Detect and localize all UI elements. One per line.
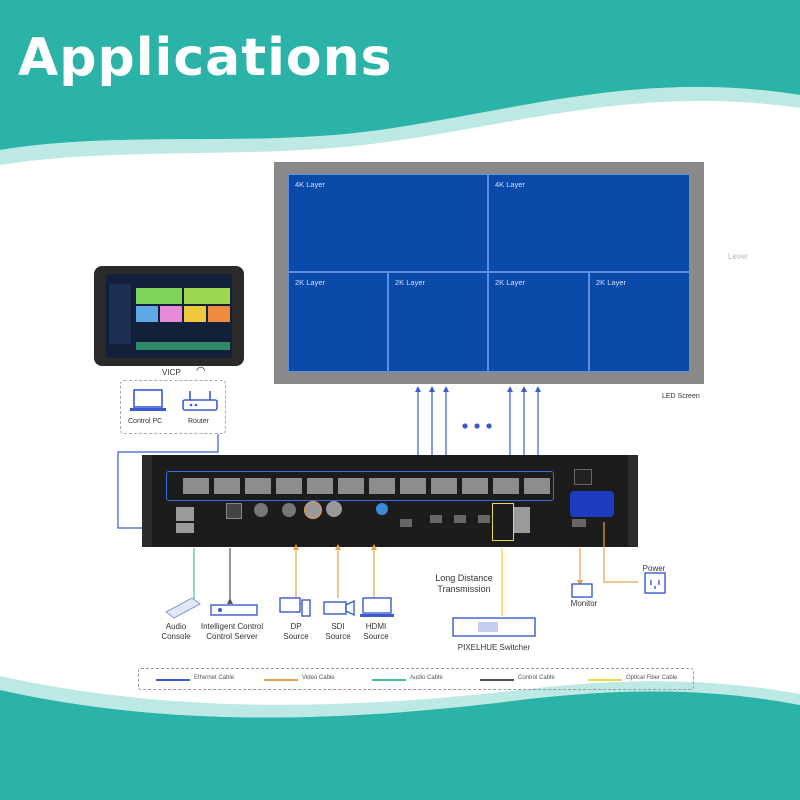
long-distance-label-2: Transmission	[437, 584, 491, 594]
switcher-label: PIXELHUE Switcher	[457, 643, 531, 652]
audio-console-icon	[165, 597, 201, 619]
legend-swatch	[264, 679, 298, 681]
led-screen: 4K Layer 4K Layer 2K Layer 2K Layer 2K L…	[274, 162, 704, 384]
long-distance-label-1: Long Distance	[435, 573, 493, 583]
screen-tile: 4K Layer	[288, 174, 488, 272]
hdmi-source-icon	[360, 597, 394, 617]
cable-legend	[138, 668, 694, 690]
monitor-icon	[571, 583, 593, 598]
router-label: Router	[188, 418, 210, 425]
dp-source-label-2: Source	[283, 632, 309, 641]
power-label: Power	[642, 564, 666, 573]
control-pc-label: Control PC	[128, 418, 163, 425]
camera-icon	[323, 599, 355, 617]
legend-label: Control Cable	[518, 675, 555, 681]
router-icon	[182, 391, 218, 411]
monitor-label: Monitor	[570, 599, 598, 608]
tile-label: 2K Layer	[596, 278, 627, 287]
fiber-ports	[492, 503, 514, 541]
video-processor-rear-panel	[142, 455, 638, 547]
ethernet-output-ports	[166, 471, 554, 501]
legend-label: Ethernet Cable	[194, 675, 235, 681]
tile-label: 2K Layer	[295, 278, 326, 287]
screen-tile: 2K Layer	[288, 272, 388, 372]
dp-source-label-1: DP	[290, 622, 302, 631]
sdi-source-label-2: Source	[325, 632, 351, 641]
legend-label: Audio Cable	[410, 675, 443, 681]
power-socket	[570, 491, 614, 517]
legend-swatch	[156, 679, 190, 681]
audio-console-label-2: Console	[161, 632, 191, 641]
tile-label: 2K Layer	[395, 278, 426, 287]
legend-swatch	[372, 679, 406, 681]
screen-tile: 4K Layer	[488, 174, 690, 272]
legend-swatch	[588, 679, 622, 681]
control-server-icon	[210, 604, 258, 616]
legend-swatch	[480, 679, 514, 681]
switcher-icon	[452, 617, 536, 637]
hdmi-source-label-2: Source	[363, 632, 389, 641]
laptop-icon	[130, 389, 166, 411]
power-outlet-icon	[644, 572, 666, 594]
hdmi-source-label-1: HDMI	[365, 622, 387, 631]
tile-label: 4K Layer	[295, 180, 326, 189]
vicp-label: VICP	[162, 368, 181, 377]
tile-label: 2K Layer	[495, 278, 526, 287]
legend-label: Video Cable	[302, 675, 335, 681]
power-switch	[574, 469, 592, 485]
wifi-icon: ◠	[196, 365, 206, 377]
screen-tile: 2K Layer	[388, 272, 488, 372]
legend-label: Optical Fiber Cable	[626, 675, 678, 681]
control-server-label-1: Intelligent Control	[200, 622, 264, 631]
watermark-text: Lever	[728, 252, 749, 261]
audio-console-label-1: Audio	[165, 622, 187, 631]
control-network-box	[120, 380, 226, 434]
screen-tile: 2K Layer	[488, 272, 589, 372]
sdi-source-label-1: SDI	[331, 622, 345, 631]
dp-source-icon	[279, 597, 311, 617]
screen-tile: 2K Layer	[589, 272, 690, 372]
vicp-tablet	[94, 266, 244, 366]
page-title: Applications	[18, 28, 393, 88]
tile-label: 4K Layer	[495, 180, 526, 189]
led-screen-label: LED Screen	[662, 393, 700, 400]
control-server-label-2: Control Server	[206, 632, 258, 641]
